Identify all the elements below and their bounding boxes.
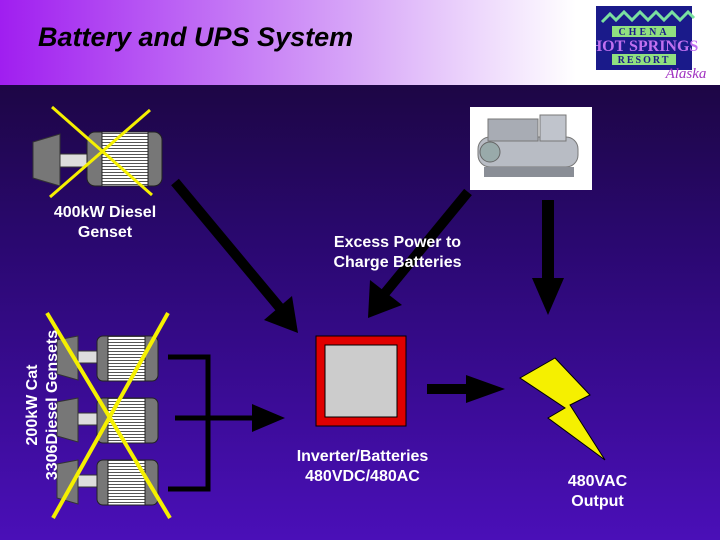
arrow-to-inverter-icon (252, 404, 285, 432)
label-line: 3306Diesel Gensets (44, 329, 61, 481)
label-line: Genset (77, 224, 133, 241)
output-label: 480VAC Output (550, 472, 645, 512)
slide-title: Battery and UPS System (38, 22, 354, 52)
genset-400kw-icon (32, 131, 163, 187)
svg-text:CHENA: CHENA (618, 27, 669, 38)
inverter-batteries-box (315, 335, 407, 427)
label-line: 200kW Cat (24, 364, 41, 446)
svg-text:Alaska: Alaska (665, 66, 707, 80)
arrow-chiller-to-output-icon (532, 200, 564, 315)
label-line: Inverter/Batteries (296, 448, 429, 465)
label-line: 480VDC/480AC (305, 468, 420, 485)
label-line: 480VAC (567, 473, 628, 490)
cross-out-icon (49, 105, 153, 199)
arrow-chiller-to-inverter-icon (368, 188, 472, 318)
chena-hot-springs-logo: CHENA HOT SPRINGS RESORT Alaska (596, 6, 707, 80)
label-line: Charge Batteries (333, 254, 462, 271)
arrow-inverter-to-output-icon (427, 375, 505, 403)
bus-bracket (168, 354, 255, 492)
cat-gensets-label: 200kW Cat 3306Diesel Gensets (23, 320, 63, 490)
excess-power-label: Excess Power to Charge Batteries (310, 233, 485, 273)
label-line: Excess Power to (333, 234, 462, 251)
chiller-photo (470, 107, 592, 190)
genset-400kw-label: 400kW Diesel Genset (30, 203, 180, 243)
svg-text:RESORT: RESORT (618, 55, 671, 66)
arrow-genset-to-inverter-icon (171, 178, 298, 333)
lightning-bolt-icon (519, 357, 606, 461)
inverter-label: Inverter/Batteries 480VDC/480AC (280, 447, 445, 487)
cross-out-icon (45, 311, 172, 520)
svg-text:HOT SPRINGS: HOT SPRINGS (596, 38, 698, 55)
label-line: Output (571, 493, 624, 510)
label-line: 400kW Diesel (53, 204, 157, 221)
